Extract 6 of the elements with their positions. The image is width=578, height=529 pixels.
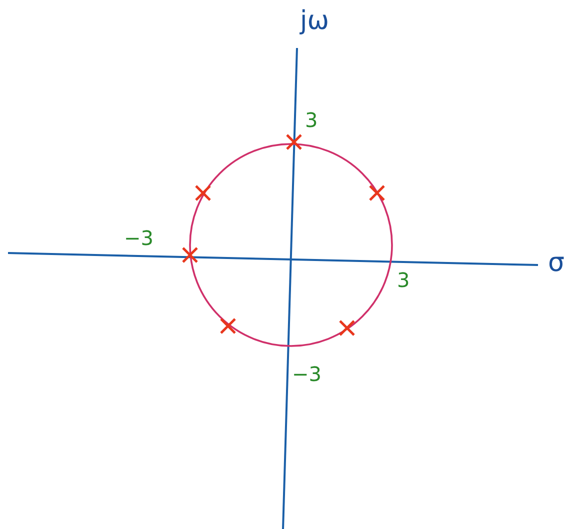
tick-label: 3 — [305, 110, 318, 130]
axis-label: σ — [548, 250, 564, 276]
tick-label: −3 — [292, 364, 322, 384]
axis-label: jω — [300, 8, 329, 34]
tick-label: −3 — [124, 228, 154, 248]
tick-label: 3 — [397, 270, 410, 290]
